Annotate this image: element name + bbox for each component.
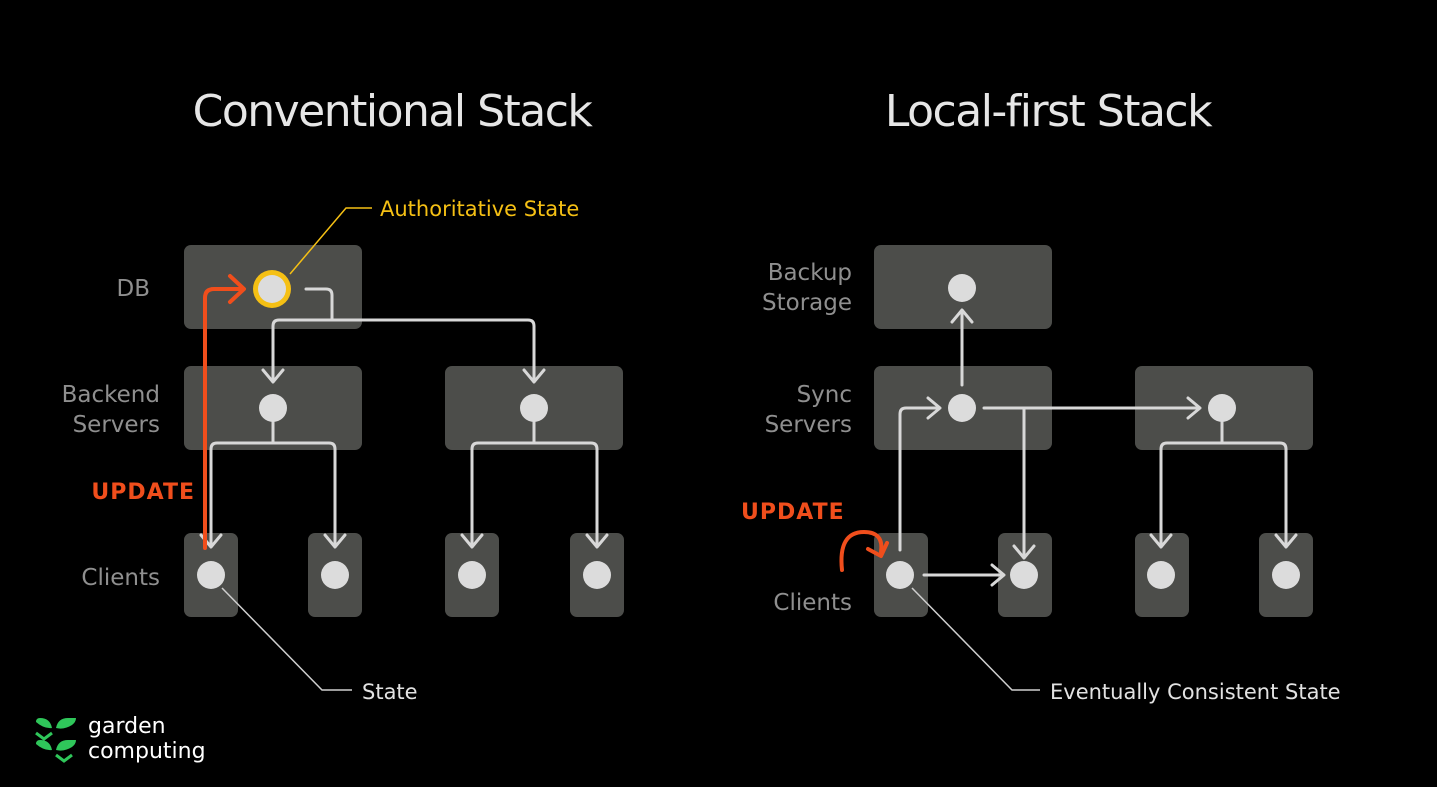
sync-label-line1: Sync [797, 382, 852, 408]
local-client-node-4 [1272, 561, 1300, 589]
client-node-2 [321, 561, 349, 589]
arrowhead-local-client-2 [1012, 544, 1036, 560]
clients-label-local: Clients [773, 590, 852, 616]
backend1-to-clients-connector [209, 441, 337, 547]
sync-node-2 [1208, 394, 1236, 422]
client-node-1 [197, 561, 225, 589]
eventual-leader-line [911, 587, 1040, 691]
client-to-sync-connector [898, 406, 940, 552]
backup-label-line1: Backup [768, 260, 852, 286]
authoritative-leader-line [289, 207, 372, 275]
arrowhead-peer [990, 563, 1006, 587]
sync-label-line2: Servers [765, 412, 852, 438]
update-arrowhead-conventional [228, 274, 246, 304]
brand-name-line2: computing [88, 739, 206, 764]
arrowhead-backup [950, 308, 974, 324]
state-label: State [362, 680, 418, 704]
db-node [258, 275, 286, 303]
sync2-to-clients-connector [1159, 441, 1288, 547]
clients-label: Clients [81, 565, 160, 591]
backend-node-1 [259, 394, 287, 422]
update-loop-arrow-local [839, 530, 884, 572]
backup-label-line2: Storage [762, 290, 852, 316]
eventually-consistent-label: Eventually Consistent State [1050, 680, 1341, 704]
client-node-3 [458, 561, 486, 589]
arrowhead-client-2 [323, 533, 347, 549]
arrowhead-backend-1 [261, 368, 285, 384]
update-label-conventional: UPDATE [91, 480, 195, 505]
arrowhead-sync-in [926, 396, 942, 420]
brand-name-line1: garden [88, 714, 166, 739]
arrowhead-local-client-4 [1274, 533, 1298, 549]
authoritative-state-label: Authoritative State [380, 197, 579, 221]
update-label-local: UPDATE [741, 500, 845, 525]
arrowhead-backend-2 [522, 368, 546, 384]
backup-node [948, 274, 976, 302]
arrowhead-local-client-3 [1149, 533, 1173, 549]
arrowhead-client-4 [585, 533, 609, 549]
db-to-backends-connector [271, 318, 536, 382]
local-client-node-3 [1147, 561, 1175, 589]
local-client-node-2 [1010, 561, 1038, 589]
sprout-icon [35, 718, 76, 763]
state-leader-line [221, 587, 352, 691]
backend-node-2 [520, 394, 548, 422]
local-client-node-1 [886, 561, 914, 589]
client-node-4 [583, 561, 611, 589]
backend2-to-clients-connector [470, 441, 599, 547]
backend-label-line1: Backend [62, 382, 160, 408]
arrowhead-client-3 [460, 533, 484, 549]
db-out-connector [304, 287, 334, 322]
brand-logo: garden computing [35, 714, 206, 764]
update-arrow-conventional [203, 287, 244, 550]
local-first-title: Local-first Stack [885, 86, 1213, 137]
local-first-stack: Local-first Stack Backup Storage Sync Se… [741, 86, 1341, 704]
arrowhead-sync2 [1186, 396, 1202, 420]
backend-label-line2: Servers [73, 412, 160, 438]
conventional-title: Conventional Stack [193, 86, 594, 137]
db-label: DB [117, 276, 151, 302]
conventional-stack: Conventional Stack DB Backend Servers Cl… [62, 86, 624, 704]
update-loop-arrowhead-local [866, 541, 889, 558]
sync-node-1 [948, 394, 976, 422]
